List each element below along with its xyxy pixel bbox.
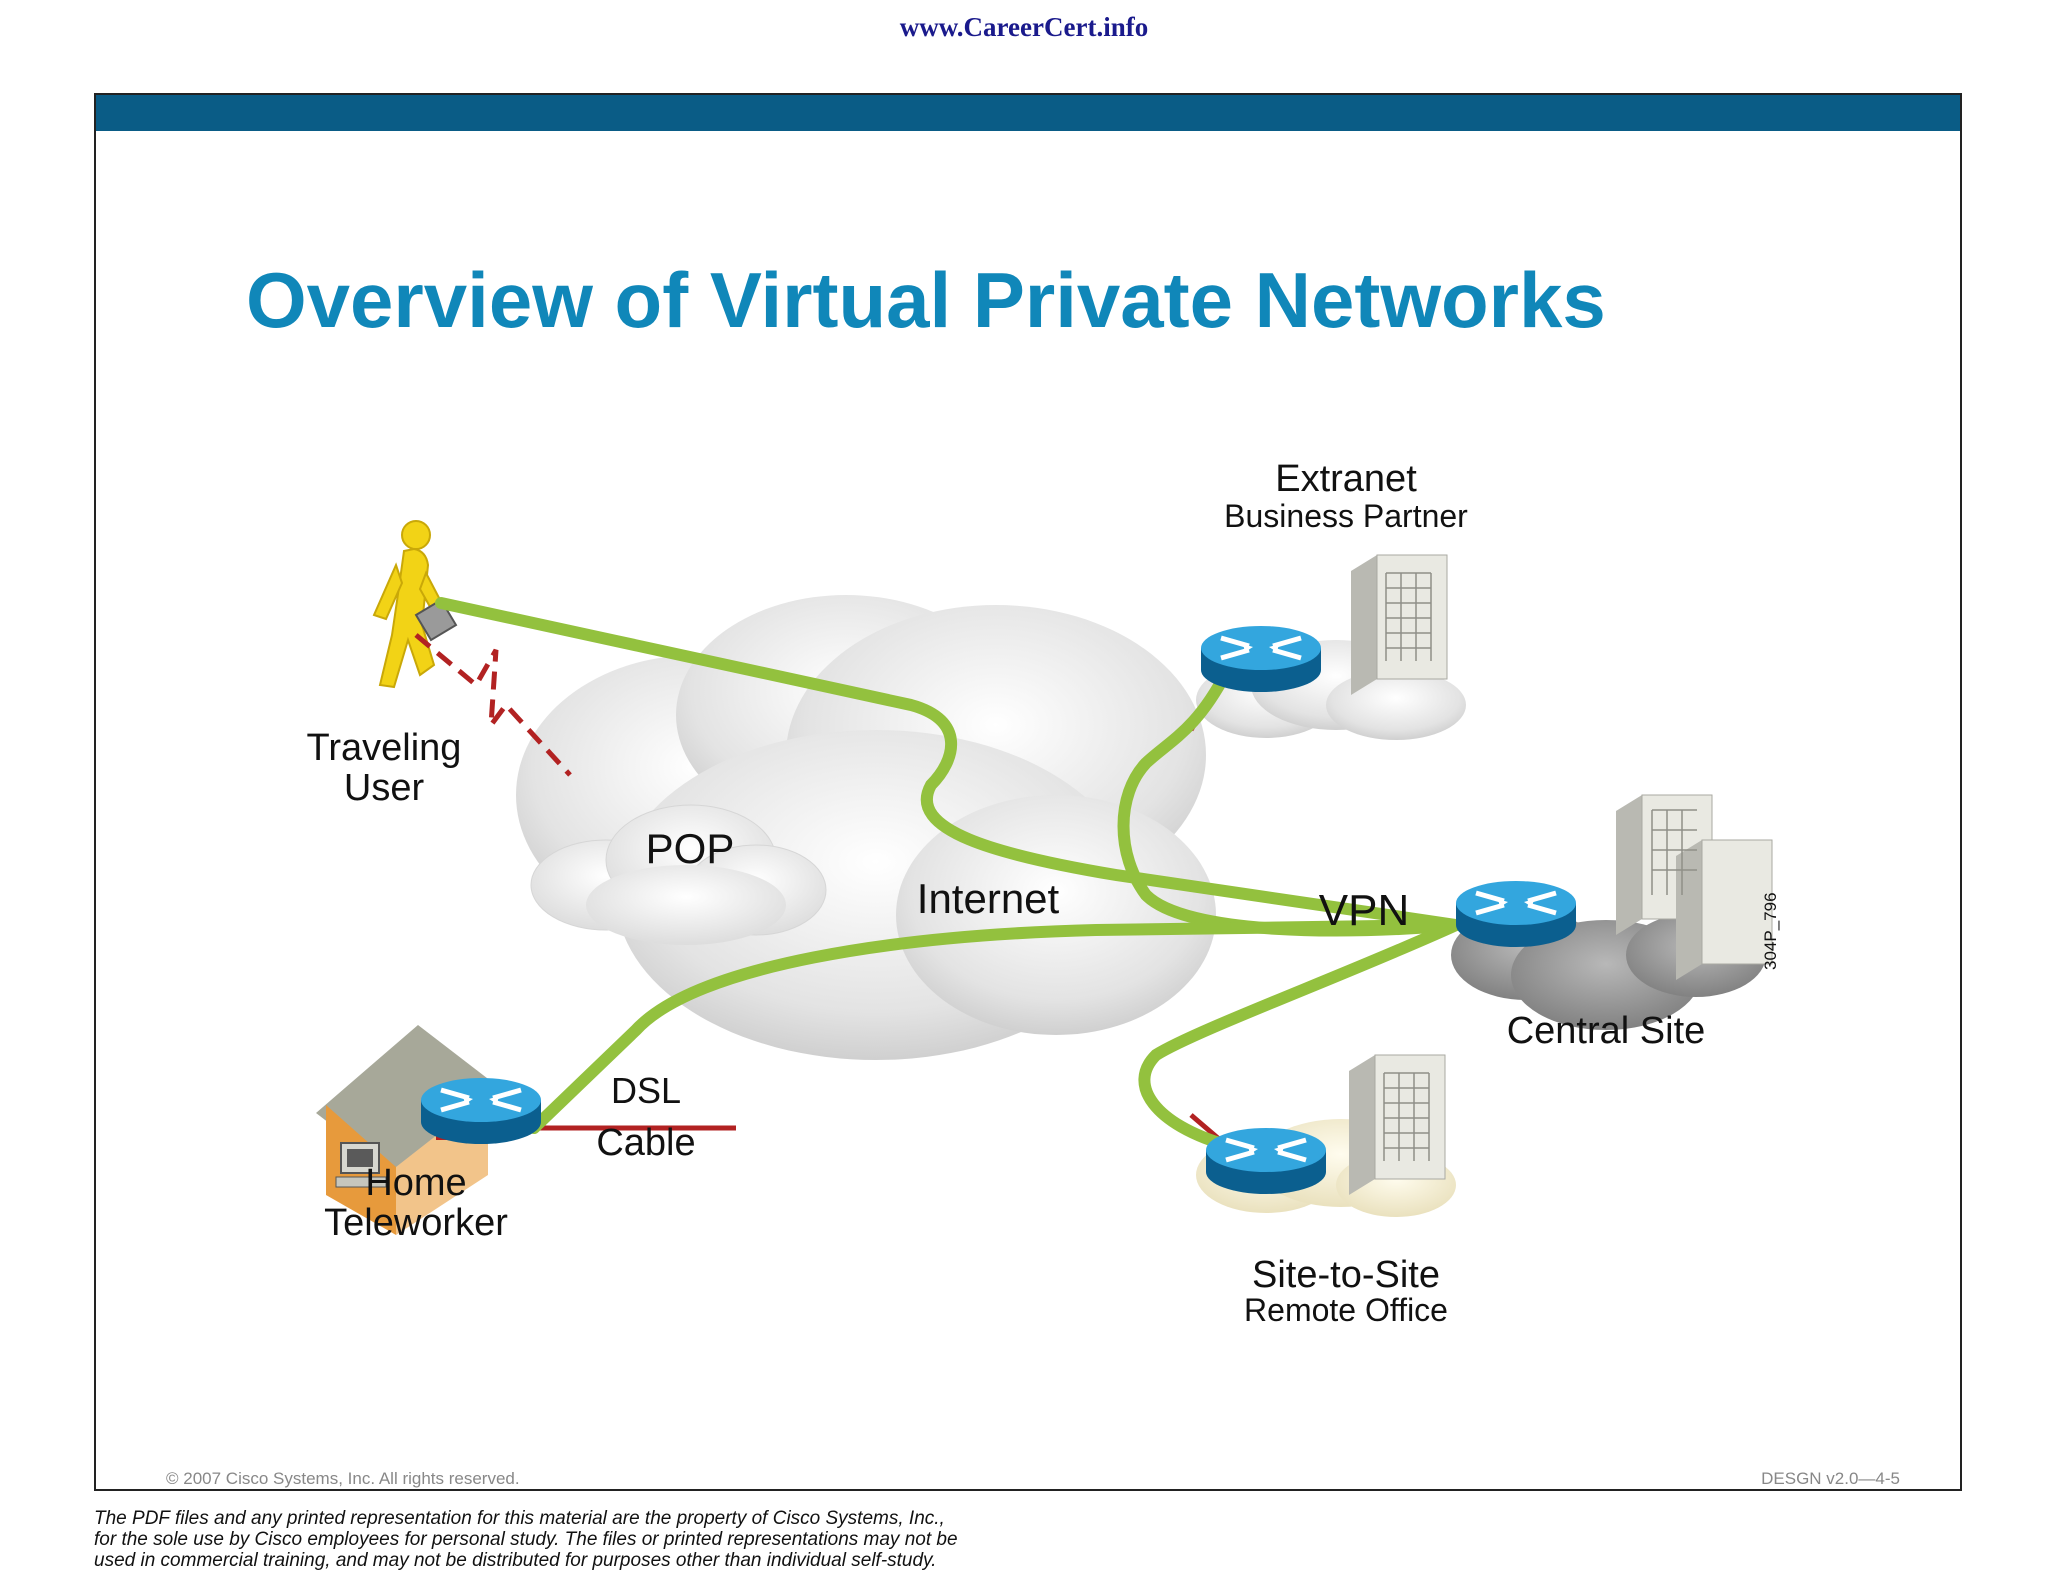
label-business-partner: Business Partner: [1224, 498, 1468, 534]
central-site-building-icon: [1615, 794, 1773, 981]
slide-top-bar: [96, 95, 1960, 131]
label-internet: Internet: [917, 875, 1060, 922]
traveling-user-person-icon: [372, 520, 458, 689]
disclaimer-line: used in commercial training, and may not…: [94, 1550, 937, 1571]
extranet-router-icon: [1201, 626, 1321, 692]
extranet-building-icon: [1350, 554, 1448, 696]
disclaimer-line: for the sole use by Cisco employees for …: [94, 1529, 958, 1550]
central-site-router-icon: [1456, 881, 1576, 947]
disclaimer-line: The PDF files and any printed representa…: [94, 1508, 945, 1529]
figure-id: 304P_796: [1761, 892, 1780, 970]
home-teleworker-router-icon: [421, 1078, 541, 1144]
remote-office-building-icon: [1348, 1054, 1446, 1196]
copyright: © 2007 Cisco Systems, Inc. All rights re…: [166, 1469, 520, 1488]
slide: Overview of Virtual Private Networks: [94, 93, 1962, 1491]
site-url[interactable]: www.CareerCert.info: [899, 12, 1149, 42]
label-user: User: [344, 767, 425, 809]
pop-cloud-icon: [530, 804, 827, 945]
vpn-tunnels: [435, 597, 1462, 1151]
label-vpn: VPN: [1319, 886, 1409, 935]
course-code: DESGN v2.0—4-5: [1761, 1469, 1900, 1488]
label-extranet: Extranet: [1275, 458, 1417, 500]
label-dsl: DSL: [611, 1070, 681, 1111]
disclaimer: The PDF files and any printed representa…: [94, 1508, 1194, 1571]
label-cable: Cable: [596, 1122, 695, 1164]
slide-title: Overview of Virtual Private Networks: [246, 256, 1606, 344]
label-remote-office: Remote Office: [1244, 1292, 1448, 1328]
vpn-diagram: Extranet Business Partner Traveling User…: [307, 458, 1780, 1328]
remote-office-router-icon: [1206, 1128, 1326, 1194]
internet-cloud-icon: [516, 595, 1216, 1060]
label-traveling: Traveling: [307, 727, 462, 769]
label-central-site: Central Site: [1507, 1010, 1706, 1052]
label-home: Home: [365, 1162, 466, 1204]
label-site-to-site: Site-to-Site: [1252, 1254, 1440, 1296]
label-teleworker: Teleworker: [324, 1202, 508, 1244]
label-pop: POP: [646, 825, 735, 872]
